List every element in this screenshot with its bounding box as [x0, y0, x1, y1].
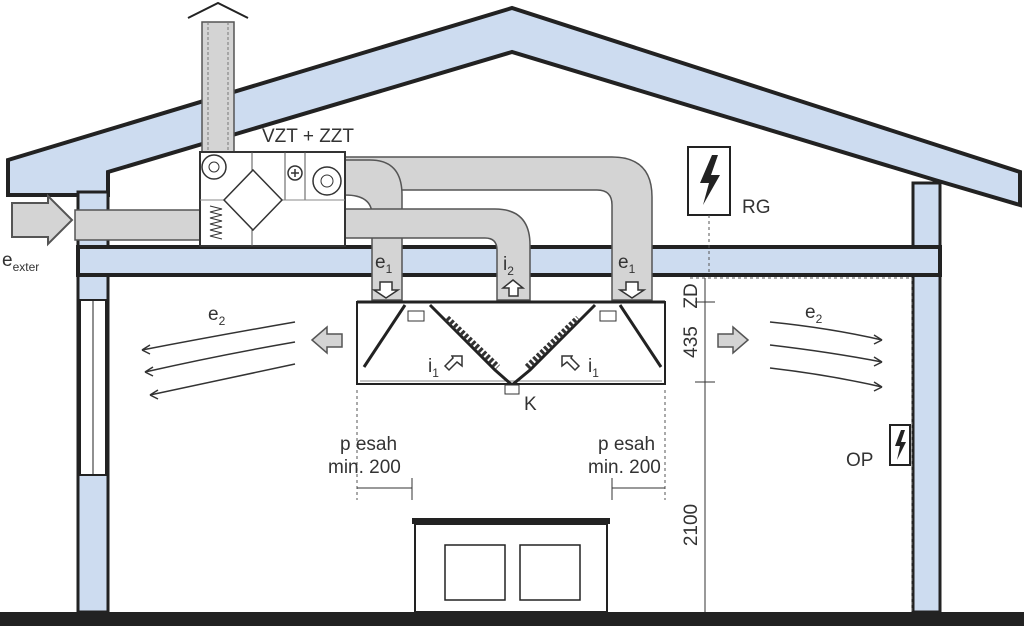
dim-2100: 2100	[681, 504, 702, 546]
label-e1-right: e1	[618, 252, 636, 276]
airflow-lines-right	[769, 321, 883, 392]
stack-cap-icon	[187, 1, 249, 19]
label-rg: RG	[742, 197, 771, 218]
heat-exchanger-icon	[222, 168, 284, 232]
label-unit: VZT + ZZT	[262, 126, 354, 147]
label-overlap-right-1: p esah	[598, 434, 655, 455]
floor	[0, 612, 1024, 626]
dim-435: 435	[681, 326, 702, 358]
label-i1-left: i1	[428, 356, 439, 380]
ceiling-diffuser-unit	[356, 300, 666, 395]
arrow-right-icon	[717, 325, 750, 355]
label-overlap-left-1: p esah	[340, 434, 397, 455]
lightning-icon	[895, 430, 906, 460]
label-overlap-right-2: min. 200	[588, 457, 661, 478]
duct-i2	[344, 208, 531, 301]
lightning-icon	[700, 155, 720, 205]
label-k: K	[524, 394, 537, 415]
hvac-unit	[199, 151, 346, 247]
label-e-exter: eexter	[2, 250, 39, 274]
heater-icon	[287, 165, 303, 181]
airflow-lines-left	[141, 321, 296, 400]
arrow-left-icon	[310, 325, 343, 355]
arrow-up-icon	[500, 279, 526, 297]
dim-zd: ZD	[681, 283, 702, 308]
label-overlap-left-2: min. 200	[328, 457, 401, 478]
intake-arrow-icon	[11, 193, 74, 247]
label-i1-right: i1	[588, 356, 599, 380]
exhaust-duct	[201, 21, 235, 153]
filter-icon	[209, 205, 223, 240]
label-op: OP	[846, 450, 873, 471]
cabinet	[412, 518, 610, 613]
fan-icon	[312, 166, 342, 196]
label-e1-left: e1	[375, 252, 393, 276]
fan-icon	[201, 154, 227, 180]
arrow-i1-right-icon	[561, 355, 581, 372]
intake-duct	[74, 209, 203, 241]
label-e2-right: e2	[805, 302, 823, 326]
condensate-k	[504, 384, 520, 395]
label-e2-left: e2	[208, 304, 226, 328]
label-i2: i2	[503, 254, 514, 278]
arrow-i1-left-icon	[443, 355, 463, 372]
arrow-down-icon	[617, 281, 647, 299]
arrow-down-icon	[371, 281, 401, 299]
